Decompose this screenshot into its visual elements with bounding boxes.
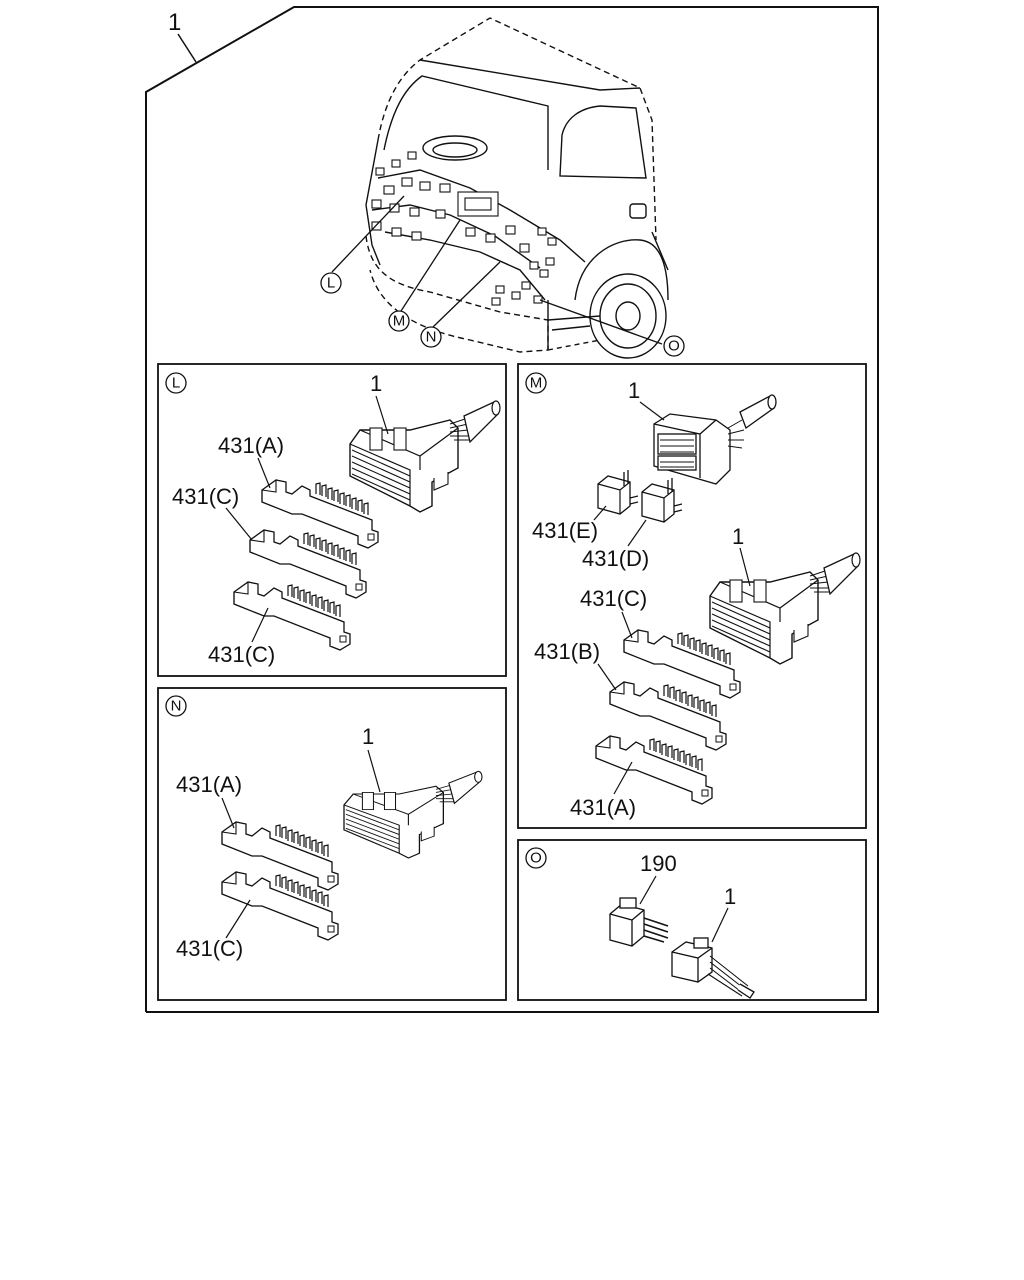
panel-n-harness-connector: [343, 770, 483, 859]
callout-l: L: [327, 275, 335, 292]
panel-m-retainer-a: [595, 735, 713, 805]
panel-l-retainer-c1: [249, 529, 367, 599]
panel-m-label-431d: 431(D): [582, 546, 649, 571]
callout-o: O: [668, 338, 680, 355]
callout-m: M: [393, 313, 406, 330]
panel-m-top-connector: [653, 394, 777, 485]
panel-n-label-431a: 431(A): [176, 772, 242, 797]
panel-o: O 190 1: [517, 839, 867, 1001]
truck-cab-illustration: [365, 17, 669, 359]
panel-m-connector-431d: [641, 477, 683, 523]
callout-n: N: [426, 329, 437, 346]
panel-o-connector-1: [671, 937, 755, 999]
panel-m-letter: M: [530, 375, 543, 392]
panel-l-label-431c-1: 431(C): [172, 484, 239, 509]
assembly-leader-line: [177, 33, 197, 63]
panel-m-label-431a: 431(A): [570, 795, 636, 820]
panel-o-letter: O: [530, 850, 542, 867]
panel-m-label-431c: 431(C): [580, 586, 647, 611]
overview-callouts: L M N O: [320, 195, 685, 357]
panel-o-connector-190: [609, 897, 669, 947]
panel-o-label-190: 190: [640, 851, 677, 876]
panel-n: N 1 431(A) 431(C): [157, 687, 507, 1001]
panel-l-label-1: 1: [370, 371, 382, 396]
panel-l-label-431c-2: 431(C): [208, 642, 275, 667]
panel-o-label-1: 1: [724, 884, 736, 909]
assembly-number-label: 1: [168, 9, 181, 36]
panel-m-label-431b: 431(B): [534, 639, 600, 664]
panel-n-label-431c: 431(C): [176, 936, 243, 961]
sheet-frame: [145, 6, 879, 1013]
panel-l-label-431a: 431(A): [218, 433, 284, 458]
panel-m-label-431e: 431(E): [532, 518, 598, 543]
panel-l-retainer-c2: [233, 581, 351, 651]
panel-n-letter: N: [171, 698, 182, 715]
panel-m-harness-connector: [709, 552, 861, 665]
panel-l-letter: L: [172, 375, 180, 392]
panel-m-retainer-b: [609, 681, 727, 751]
panel-l-harness-connector: [349, 400, 501, 513]
panel-m-retainer-c: [623, 629, 741, 699]
panel-m-connector-431e: [597, 469, 639, 515]
panel-m-label-1-mid: 1: [732, 524, 744, 549]
dashboard-connectors: [371, 151, 557, 306]
panel-m-label-1-top: 1: [628, 378, 640, 403]
panel-l: L 1 431(A) 431(C) 431(C): [157, 363, 507, 677]
panel-m: M 1 431(E) 431(D) 1 431(C) 431(B): [517, 363, 867, 829]
panel-n-label-1: 1: [362, 724, 374, 749]
